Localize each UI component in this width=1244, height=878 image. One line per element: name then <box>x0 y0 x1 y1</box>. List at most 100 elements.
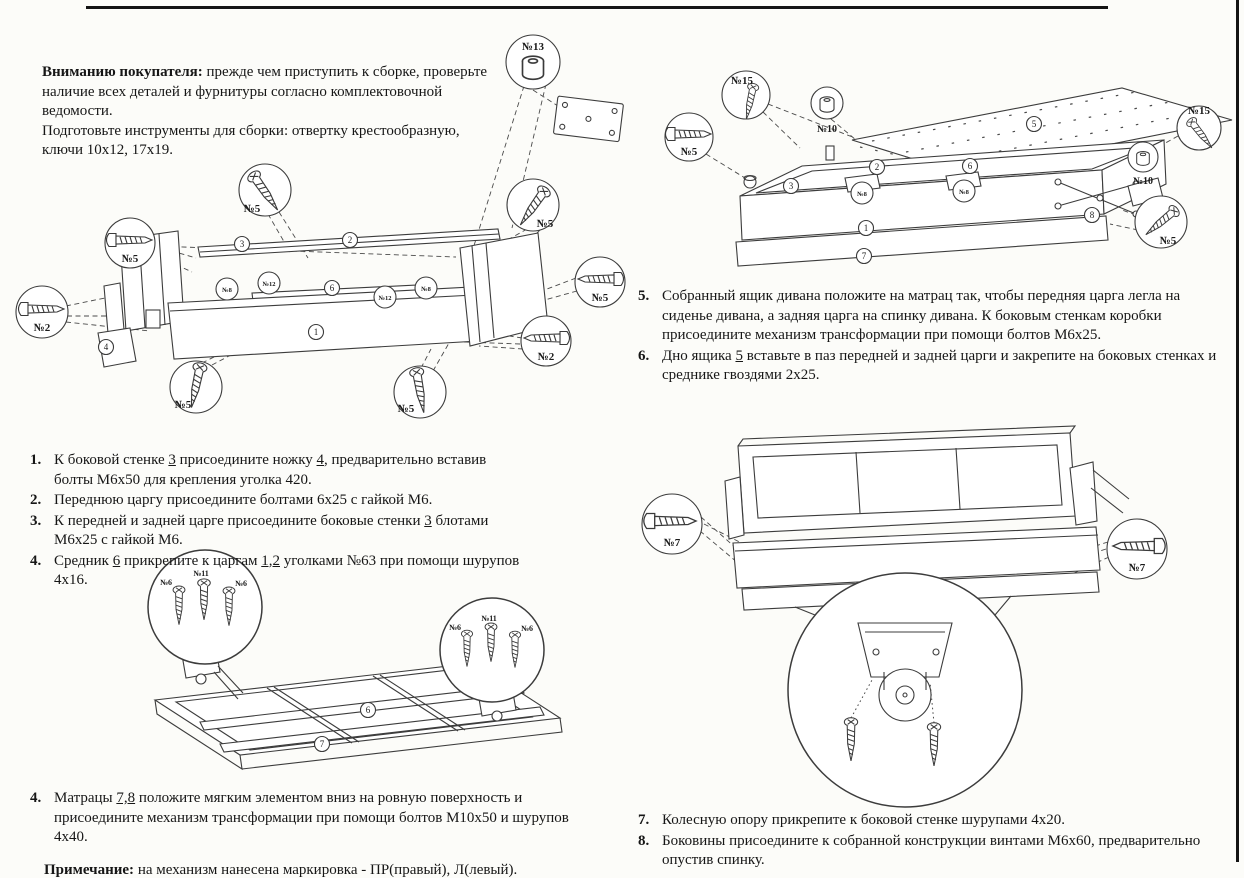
footnote-paragraph: Примечание: на механизм нанесена маркиро… <box>44 861 604 878</box>
step-item: 7.Колесную опору прикрепите к боковой ст… <box>638 811 1238 831</box>
corner-boss-top <box>743 174 757 182</box>
part-callout: №2 <box>520 315 572 367</box>
part-number-label: 3 <box>233 235 251 253</box>
part-callout: №5 <box>393 365 447 419</box>
part-callout: №15 <box>721 70 771 121</box>
part-callout: №5 <box>664 112 714 162</box>
scan-edge-right <box>1236 0 1239 862</box>
svg-text:7: 7 <box>320 739 325 749</box>
mounting-plate <box>553 95 624 143</box>
svg-text:7: 7 <box>862 251 867 261</box>
backrest-dividers <box>855 447 961 514</box>
left-armrest-shape <box>724 476 745 540</box>
svg-text:6: 6 <box>366 705 371 715</box>
svg-text:№7: №7 <box>664 537 681 549</box>
svg-text:3: 3 <box>789 181 794 191</box>
seat-box-edge <box>734 534 1099 552</box>
svg-text:№5: №5 <box>398 403 415 415</box>
seat-box-shape <box>732 526 1101 589</box>
part-number-label: 1 <box>307 323 325 341</box>
svg-text:3: 3 <box>240 239 245 249</box>
svg-text:№8: №8 <box>857 191 868 198</box>
box-bottom-board <box>735 215 1109 267</box>
svg-text:8: 8 <box>1090 210 1095 220</box>
svg-text:№5: №5 <box>681 146 698 158</box>
svg-text:2: 2 <box>875 162 880 172</box>
svg-text:№12: №12 <box>378 295 391 302</box>
svg-text:№11: №11 <box>193 569 209 578</box>
step-number: 6. <box>638 347 650 364</box>
step-item: 4.Матрацы 7,8 положите мягким элементом … <box>30 789 578 848</box>
part-callout: №5 <box>1134 195 1188 249</box>
step-number: 4. <box>30 790 42 806</box>
svg-text:№12: №12 <box>262 281 275 288</box>
cross-member <box>372 674 466 732</box>
corner-bracket-plate <box>145 309 161 329</box>
step-item: 1.К боковой стенке 3 присоедините ножку … <box>30 451 522 490</box>
box-assembly-drawing: №8 №8 5 3 2 6 1 7 8 №15 №10 №5 №15 №10 №… <box>664 70 1233 267</box>
magnifier-link-lines <box>794 595 1012 616</box>
svg-text:№8: №8 <box>959 189 970 196</box>
step-mattress: 4.Матрацы 7,8 положите мягким элементом … <box>30 789 578 849</box>
step-text: Средник 6 прикрепите к царгам 1,2 уголка… <box>54 552 520 589</box>
steps-1-4: 1.К боковой стенке 3 присоедините ножку … <box>30 451 522 592</box>
step-number: 3. <box>30 512 42 529</box>
leader-lines <box>699 516 1110 575</box>
part-callout: №7 <box>641 493 703 555</box>
svg-text:№6: №6 <box>235 579 247 588</box>
step-item: 2.Переднюю царгу присоедините болтами 6х… <box>30 491 522 511</box>
part-callout: №5 <box>506 178 560 232</box>
part-number-label: 2 <box>341 231 359 249</box>
part-number-label: 5 <box>1025 115 1043 133</box>
steps-5-6: 5.Собранный ящик дивана положите на матр… <box>638 287 1232 387</box>
step-item: 8.Боковины присоедините к собранной конс… <box>638 832 1238 871</box>
barrel-nut-icon <box>819 96 835 113</box>
frame-assembly-drawing: №8 №12 №12 №8 3 2 6 1 4 №13 №5 №5 №5 №5 … <box>15 34 626 419</box>
barrel-nut-icon <box>1136 151 1150 166</box>
svg-text:№15: №15 <box>731 75 754 87</box>
part-number-label: 8 <box>1083 206 1101 224</box>
fastener-badge: №12 <box>257 271 281 295</box>
right-mechanism-arm <box>1090 469 1130 514</box>
part-callout: №7 <box>1106 518 1168 580</box>
part-number-label: 1 <box>857 219 875 237</box>
scan-edge-top <box>86 6 1108 9</box>
svg-text:4: 4 <box>104 342 109 352</box>
footnote-lead: Примечание: <box>44 862 135 878</box>
svg-text:№15: №15 <box>1188 105 1211 117</box>
step-text: Боковины присоедините к собранной констр… <box>662 832 1201 869</box>
svg-text:№5: №5 <box>537 218 554 230</box>
step-text: Собранный ящик дивана положите на матрац… <box>662 288 1181 343</box>
sofa-drawing: №7 №7 <box>641 425 1168 808</box>
step-number: 2. <box>30 492 42 508</box>
part-number-label: 4 <box>97 338 115 356</box>
svg-text:5: 5 <box>1032 119 1037 129</box>
hinge-pin <box>825 145 835 161</box>
right-side-wall-planks <box>471 242 495 343</box>
step-item: 4.Средник 6 прикрепите к царгам 1,2 угол… <box>30 552 522 591</box>
step-text: Колесную опору прикрепите к боковой стен… <box>662 812 1066 828</box>
svg-text:№6: №6 <box>160 578 172 587</box>
step-text: К боковой стенке 3 присоедините ножку 4,… <box>54 452 487 488</box>
leg-block-shape <box>97 327 137 368</box>
notice-body: прежде чем приступить к сборке, проверьт… <box>42 64 488 119</box>
part-number-label: 2 <box>868 158 886 176</box>
svg-text:№5: №5 <box>592 292 609 304</box>
step-text: Дно ящика 5 вставьте в паз передней и за… <box>662 347 1217 384</box>
part-number-label: 6 <box>961 157 979 175</box>
part-callout: №2 <box>15 285 69 339</box>
svg-text:1: 1 <box>314 327 319 337</box>
mattress-frame-drawing: №6 №11 №6 №6 №11 №6 6 7 <box>147 549 563 771</box>
part-number-label: 6 <box>359 701 377 719</box>
backrest-shape <box>737 432 1077 534</box>
fastener-badge: №12 <box>373 285 397 309</box>
svg-text:№5: №5 <box>1160 235 1177 247</box>
svg-text:№8: №8 <box>421 286 432 293</box>
fastener-badge: №8 <box>215 277 239 301</box>
caster-wheel <box>878 668 932 722</box>
front-rail-shape <box>219 706 545 753</box>
svg-text:6: 6 <box>330 283 335 293</box>
svg-text:№8: №8 <box>222 287 233 294</box>
